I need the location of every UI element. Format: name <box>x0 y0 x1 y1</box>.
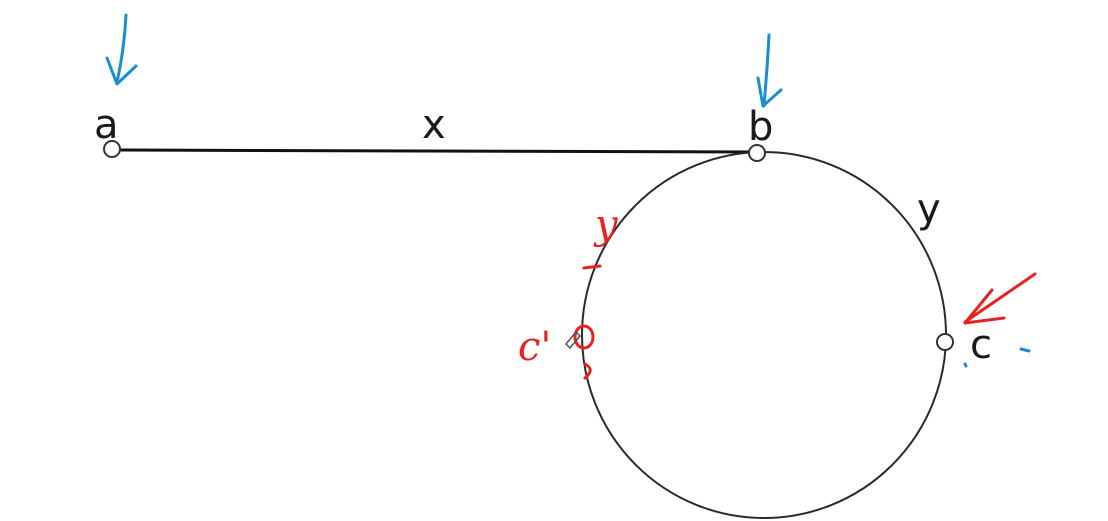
arrow-down-icon <box>756 33 783 108</box>
annotation-y: y <box>593 202 619 248</box>
node-b[interactable] <box>748 144 766 162</box>
label-y: y <box>917 186 941 232</box>
label-x: x <box>422 102 446 148</box>
label-c: c <box>970 322 992 368</box>
annotation-c-prime: c' <box>518 324 551 370</box>
pen-cursor-icon <box>564 330 582 350</box>
label-b: b <box>748 104 773 150</box>
annotation-c-prime-point <box>573 324 595 350</box>
blue-ink-marks <box>963 347 1031 368</box>
node-a[interactable] <box>103 140 121 158</box>
node-c[interactable] <box>936 333 954 351</box>
segment-x <box>111 148 758 154</box>
circle-y <box>581 151 947 519</box>
arrow-down-icon <box>105 13 138 86</box>
label-a: a <box>94 102 119 148</box>
arrow-left-icon <box>963 272 1037 325</box>
red-ink-marks <box>582 264 602 380</box>
